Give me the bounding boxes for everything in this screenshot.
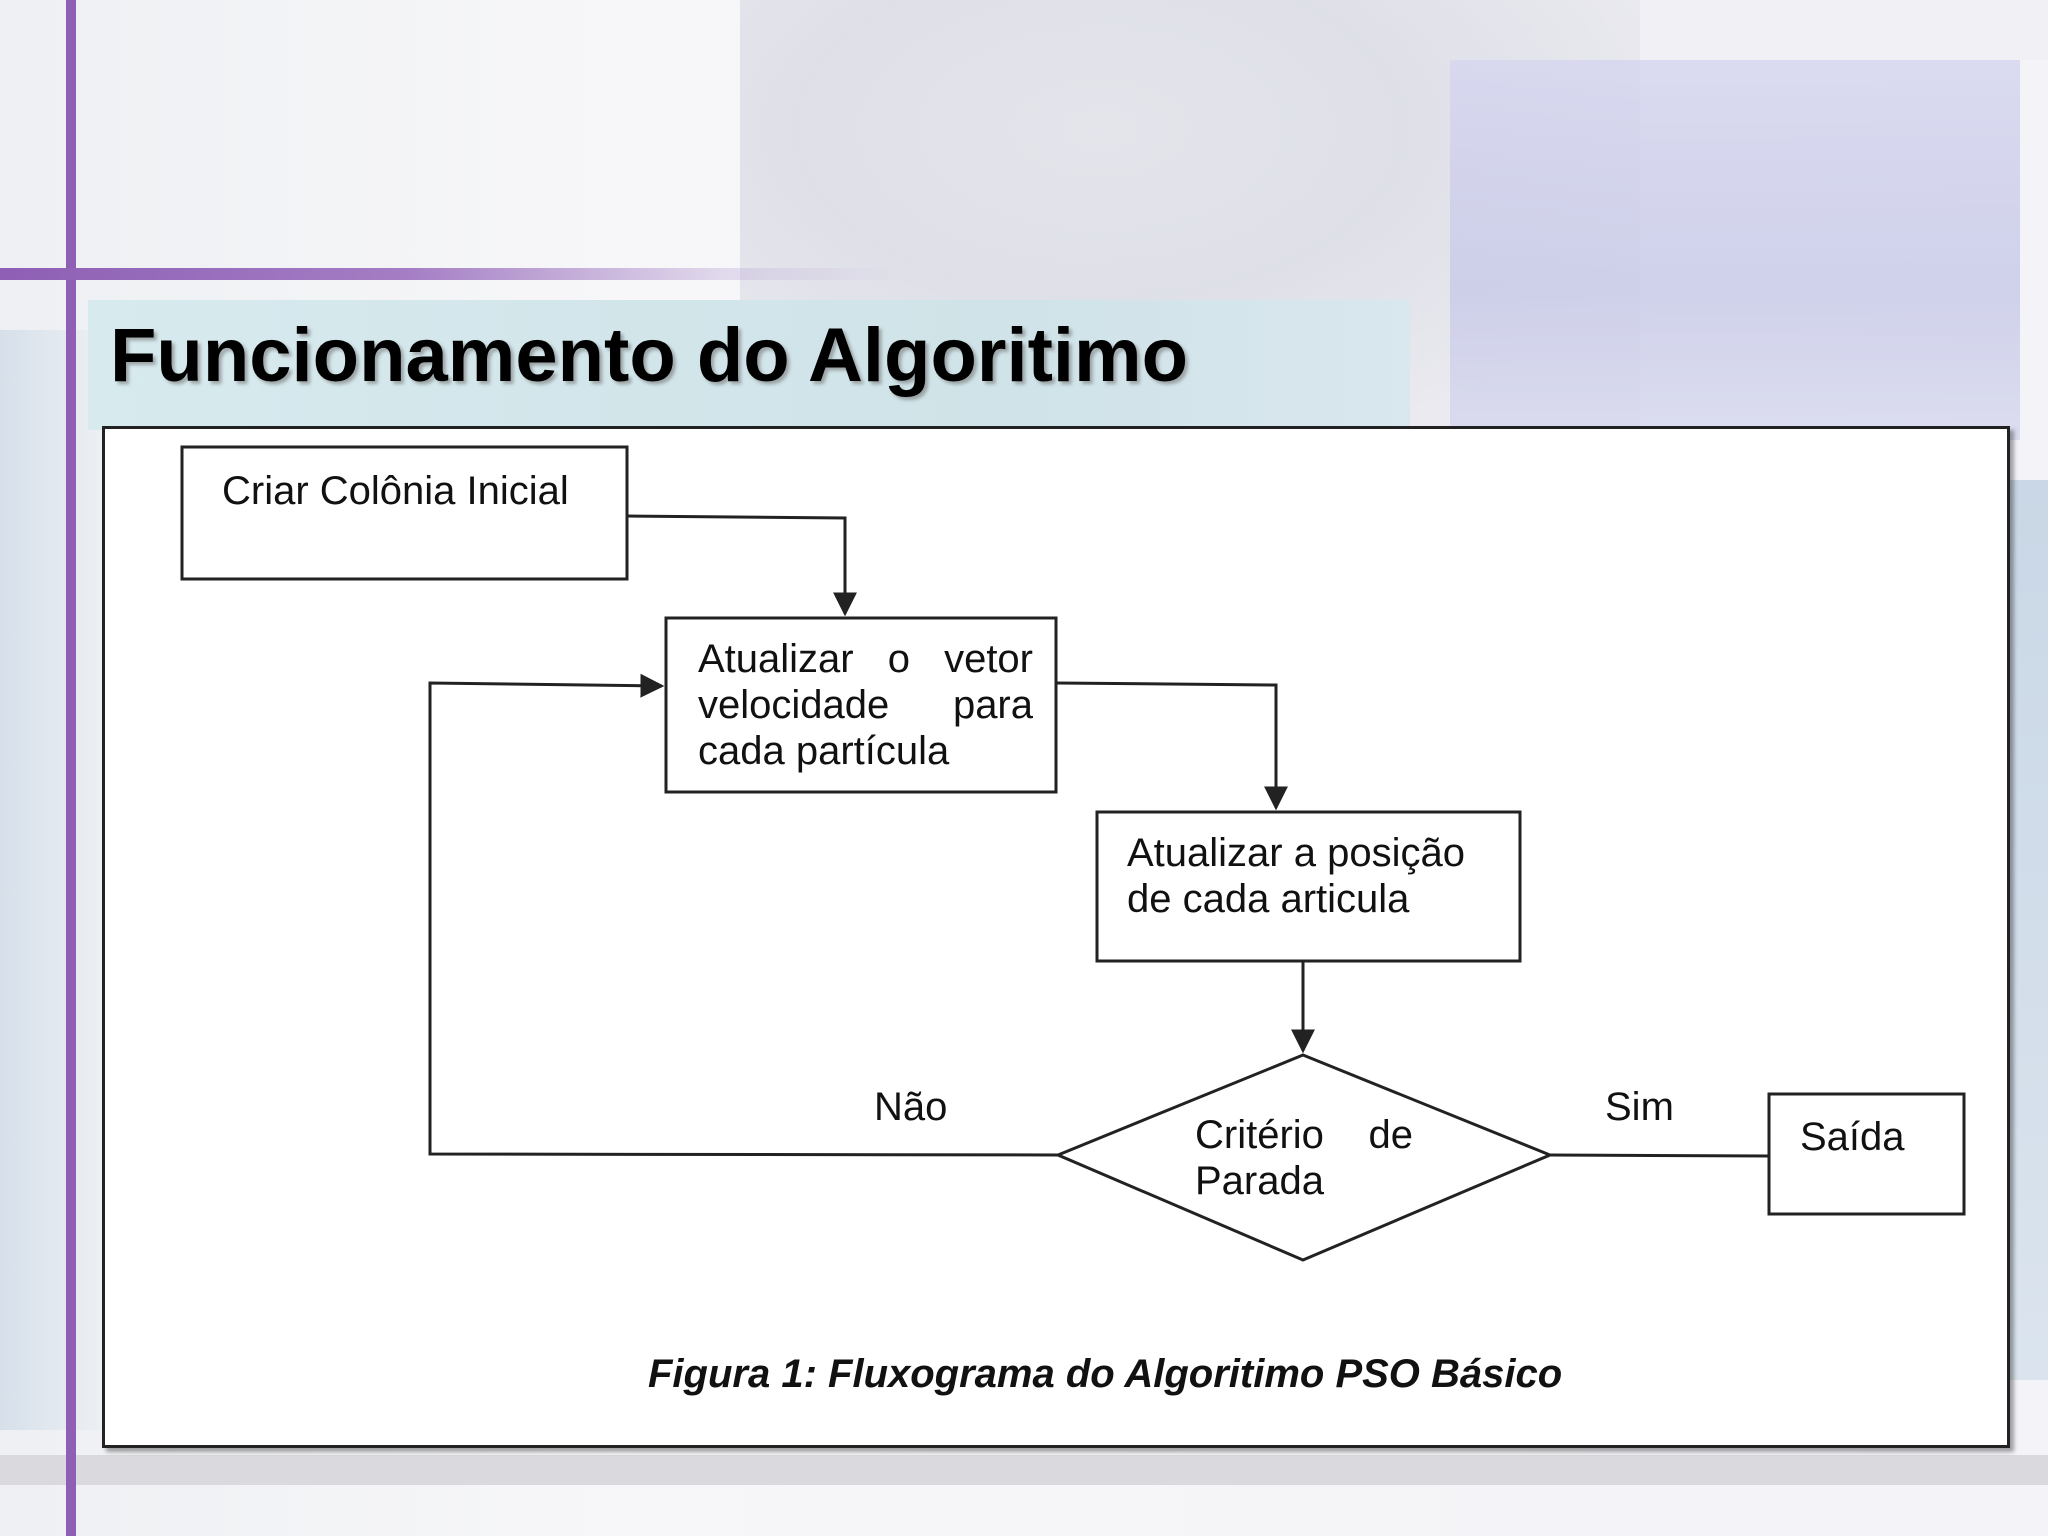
background-right-strip bbox=[2010, 480, 2048, 1380]
node-label-output: Saída bbox=[1800, 1115, 1905, 1159]
edge-label-no: Não bbox=[874, 1085, 948, 1129]
node-box-update-velocity bbox=[664, 616, 1058, 794]
background-photo-top bbox=[1640, 0, 2048, 60]
edge-decision-to-output bbox=[1549, 1153, 1770, 1158]
accent-horizontal-line bbox=[0, 268, 900, 280]
node-box-output bbox=[1767, 1092, 1966, 1216]
title-band bbox=[88, 300, 1410, 430]
edge-velocity-to-position bbox=[1055, 681, 1288, 811]
node-label-start: Criar Colônia Inicial bbox=[222, 469, 569, 513]
edge-start-to-velocity bbox=[626, 514, 857, 617]
edge-decision-loop-back bbox=[428, 673, 1059, 1157]
background-bottom-band bbox=[0, 1455, 2048, 1485]
node-box-update-position bbox=[1095, 810, 1522, 963]
figure-caption: Figura 1: Fluxograma do Algoritimo PSO B… bbox=[648, 1352, 1563, 1396]
figure-frame bbox=[102, 426, 2010, 1448]
accent-vertical-line bbox=[66, 0, 76, 1536]
background-photo-overlay bbox=[1450, 60, 2020, 440]
node-diamond-decision bbox=[1054, 1053, 1554, 1262]
node-label-update-position: Atualizar a posição de cada articula bbox=[1127, 831, 1465, 921]
node-label-update-velocity: Atualizar o vetor velocidade para cada p… bbox=[698, 637, 1033, 773]
background-left-strip bbox=[0, 330, 110, 1430]
page-title: Funcionamento do Algoritimo bbox=[110, 313, 1188, 398]
edge-label-yes: Sim bbox=[1605, 1085, 1674, 1129]
node-box-start bbox=[180, 445, 629, 581]
node-label-decision: Critério de Parada bbox=[1195, 1113, 1413, 1203]
